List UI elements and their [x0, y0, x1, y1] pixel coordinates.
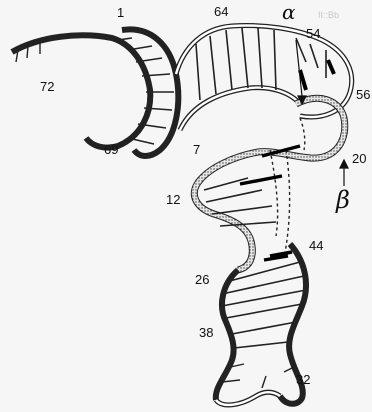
label-residue-1: 1	[117, 6, 124, 19]
label-residue-20: 20	[352, 152, 366, 165]
label-residue-26: 26	[195, 273, 209, 286]
label-residue-56: 56	[356, 88, 370, 101]
label-residue-38: 38	[199, 326, 213, 339]
label-residue-7: 7	[193, 143, 200, 156]
label-residue-44: 44	[309, 239, 323, 252]
label-residue-64: 64	[214, 5, 228, 18]
label-alpha: α	[282, 2, 296, 22]
tertiary-interactions-dashed	[270, 118, 305, 258]
label-beta: β	[336, 188, 350, 212]
label-residue-72: 72	[40, 80, 54, 93]
anticodon-loop-stubs	[222, 364, 296, 388]
label-residue-54: 54	[306, 27, 320, 40]
faint-mark: II::Bb	[318, 10, 339, 20]
label-residue-32: 32	[296, 373, 310, 386]
d-stem-base-pairs	[204, 178, 276, 226]
t-arm	[176, 26, 352, 130]
anticodon-bold-bars	[270, 252, 292, 256]
acceptor-strand-3prime	[12, 35, 150, 147]
label-residue-12: 12	[166, 193, 180, 206]
label-residue-69: 69	[104, 143, 118, 156]
